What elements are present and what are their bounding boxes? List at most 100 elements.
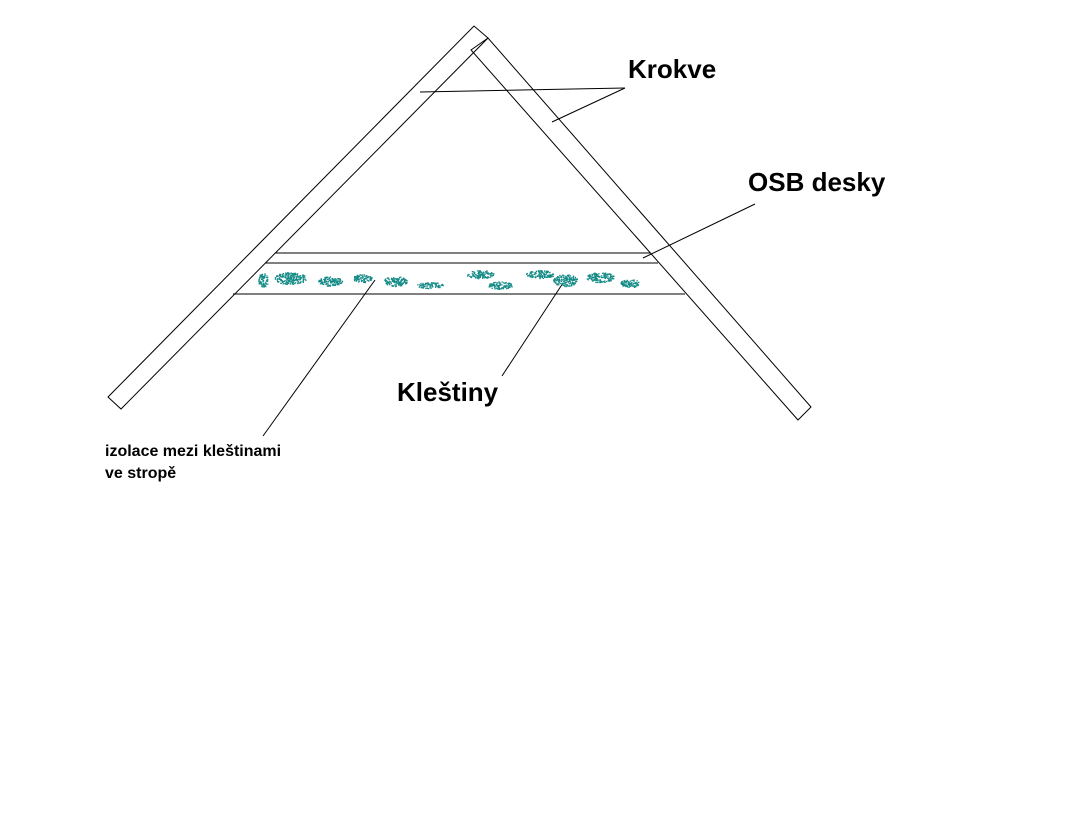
insulation-speck bbox=[550, 275, 552, 277]
insulation-speck bbox=[337, 282, 340, 285]
insulation-speck bbox=[488, 276, 490, 279]
insulation-speck bbox=[610, 275, 612, 277]
insulation-speck bbox=[365, 278, 367, 280]
insulation-speck bbox=[589, 275, 591, 277]
insulation-speck bbox=[390, 282, 392, 284]
insulation-speck bbox=[549, 275, 551, 278]
insulation-speck bbox=[540, 271, 542, 273]
insulation-speck bbox=[541, 271, 543, 273]
insulation-speck bbox=[595, 274, 597, 276]
insulation-speck bbox=[360, 280, 363, 283]
insulation-speck bbox=[299, 275, 301, 277]
insulation-speck bbox=[620, 282, 622, 284]
insulation-speck bbox=[334, 284, 336, 286]
insulation-speck bbox=[635, 281, 637, 284]
insulation-speck bbox=[358, 278, 360, 281]
insulation-speck bbox=[481, 272, 483, 274]
insulation-speck bbox=[430, 287, 432, 289]
insulation-speck bbox=[279, 275, 282, 277]
insulation-speck bbox=[594, 272, 596, 274]
insulation-speck bbox=[259, 281, 261, 283]
insulation-speck bbox=[565, 276, 567, 278]
insulation-speck bbox=[370, 277, 373, 280]
insulation-speck bbox=[474, 276, 476, 278]
insulation-speck bbox=[510, 283, 512, 285]
insulation-speck bbox=[488, 285, 490, 287]
insulation-speck bbox=[422, 282, 424, 285]
insulation-speck bbox=[295, 276, 298, 278]
insulation-speck bbox=[328, 278, 330, 280]
insulation-speck bbox=[498, 288, 500, 290]
insulation-speck bbox=[486, 272, 488, 274]
insulation-leader bbox=[262, 279, 376, 437]
insulation-speck bbox=[503, 285, 505, 287]
insulation-speck bbox=[391, 277, 393, 279]
insulation-speck bbox=[610, 276, 612, 278]
insulation-speck bbox=[335, 281, 337, 283]
insulation-speck bbox=[265, 285, 267, 288]
insulation-speck bbox=[539, 270, 541, 272]
insulation-speck bbox=[403, 281, 405, 284]
insulation-speck bbox=[386, 281, 389, 283]
insulation-speck bbox=[258, 280, 260, 282]
insulation-speck bbox=[355, 277, 357, 279]
insulation-speck bbox=[508, 285, 510, 287]
insulation-speck bbox=[405, 282, 408, 284]
insulation-speck bbox=[281, 281, 284, 283]
insulation-speck bbox=[567, 275, 569, 277]
insulation-speck bbox=[599, 280, 602, 282]
insulation-speck bbox=[478, 271, 481, 273]
insulation-speck bbox=[575, 278, 577, 280]
insulation-speck bbox=[276, 280, 279, 283]
insulation-speck bbox=[538, 273, 541, 276]
insulation-speck bbox=[621, 280, 624, 283]
insulation-speck bbox=[507, 282, 509, 285]
insulation-speck bbox=[559, 282, 562, 285]
insulation-speck bbox=[549, 276, 551, 278]
insulation-speck bbox=[564, 285, 566, 287]
insulation-speck bbox=[283, 276, 285, 278]
insulation-speck bbox=[285, 281, 287, 284]
right-rafter bbox=[470, 37, 812, 421]
insulation-speck bbox=[554, 281, 556, 283]
insulation-speck bbox=[294, 272, 297, 275]
insulation-speck bbox=[594, 274, 596, 276]
insulation-speck bbox=[397, 280, 399, 282]
insulation-speck bbox=[367, 276, 370, 278]
insulation-speck bbox=[400, 281, 402, 283]
insulation-speck bbox=[541, 276, 543, 279]
insulation-speck bbox=[276, 275, 278, 277]
insulation-speck bbox=[282, 283, 284, 285]
insulation-speck bbox=[423, 283, 425, 286]
insulation-speck bbox=[429, 284, 432, 286]
insulation-speck bbox=[336, 281, 338, 284]
insulation-speck bbox=[363, 274, 365, 276]
insulation-speck bbox=[594, 279, 596, 281]
insulation-speck bbox=[631, 284, 633, 286]
insulation-speck bbox=[292, 279, 294, 281]
insulation-speck bbox=[569, 275, 572, 277]
insulation-speck bbox=[292, 274, 294, 276]
insulation-speck bbox=[565, 279, 568, 282]
insulation-speck bbox=[510, 284, 512, 286]
insulation-speck bbox=[594, 276, 596, 279]
insulation-speck bbox=[570, 282, 572, 284]
insulation-speck bbox=[540, 275, 542, 277]
insulation-speck bbox=[265, 281, 267, 284]
insulation-speck bbox=[573, 283, 575, 286]
insulation-speck bbox=[334, 283, 337, 285]
insulation-speck bbox=[532, 275, 534, 277]
insulation-speck bbox=[291, 280, 293, 282]
insulation-speck bbox=[321, 280, 323, 282]
insulation-speck bbox=[612, 275, 614, 277]
insulation-speck bbox=[335, 282, 337, 284]
insulation-speck bbox=[282, 274, 284, 277]
insulation-speck bbox=[427, 282, 429, 284]
insulation-speck bbox=[599, 279, 601, 281]
insulation-speck bbox=[385, 278, 387, 280]
insulation-speck bbox=[292, 275, 294, 277]
left-rafter bbox=[107, 25, 489, 410]
insulation-speck bbox=[370, 279, 372, 281]
insulation-speck bbox=[435, 286, 437, 288]
insulation-speck bbox=[485, 272, 487, 274]
